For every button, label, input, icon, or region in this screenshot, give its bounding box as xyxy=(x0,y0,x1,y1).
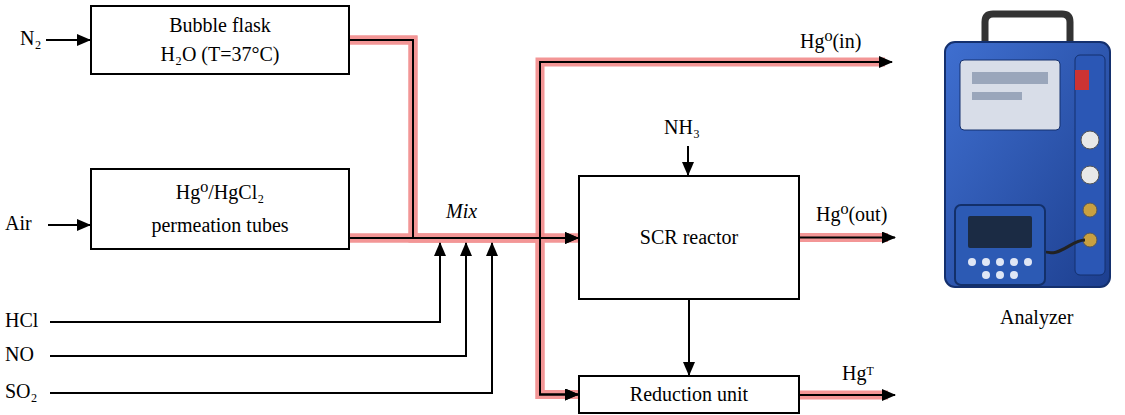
flow-connector xyxy=(350,40,578,238)
input-line xyxy=(50,243,440,322)
flow-label: HCl xyxy=(5,309,38,332)
flow-connector xyxy=(350,40,578,395)
process-box: SCR reactor xyxy=(578,175,800,300)
flow-connector xyxy=(688,300,690,375)
input-arrow xyxy=(48,224,90,226)
flow-label: NH₃ xyxy=(664,116,700,139)
input-line xyxy=(50,243,492,393)
box-text: permeation tubes xyxy=(151,214,288,237)
process-box: Hg⁰/HgCl₂ permeation tubes xyxy=(90,168,350,250)
flow-highlight xyxy=(350,40,578,395)
flow-highlight xyxy=(350,40,578,238)
output-arrow xyxy=(800,237,895,239)
flow-label: Mix xyxy=(446,200,477,223)
flow-label: N₂ xyxy=(20,27,41,50)
flow-label: Air xyxy=(5,212,32,235)
box-text: Hg⁰/HgCl₂ xyxy=(176,181,264,204)
flow-label: Hgᵀ xyxy=(842,362,874,385)
input-arrow xyxy=(46,39,90,41)
box-text: SCR reactor xyxy=(640,226,738,249)
analyzer-illustration xyxy=(945,14,1110,287)
flow-highlight xyxy=(350,238,578,395)
output-arrow xyxy=(800,394,895,396)
process-box: Reduction unit xyxy=(578,375,800,414)
flow-connector xyxy=(350,238,578,395)
flow-label: Analyzer xyxy=(1000,306,1073,329)
flow-label: Hg⁰(in) xyxy=(800,30,861,53)
box-text: Reduction unit xyxy=(630,383,748,406)
input-arrow xyxy=(687,146,689,175)
flow-label: Hg⁰(out) xyxy=(816,203,887,226)
flow-label: SO₂ xyxy=(5,380,38,403)
process-box: Bubble flaskH₂O (T=37°C) xyxy=(90,5,350,75)
box-text: Bubble flask xyxy=(169,14,271,37)
flow-label: NO xyxy=(5,343,34,366)
input-line xyxy=(50,243,466,356)
box-text: H₂O (T=37°C) xyxy=(160,43,279,66)
